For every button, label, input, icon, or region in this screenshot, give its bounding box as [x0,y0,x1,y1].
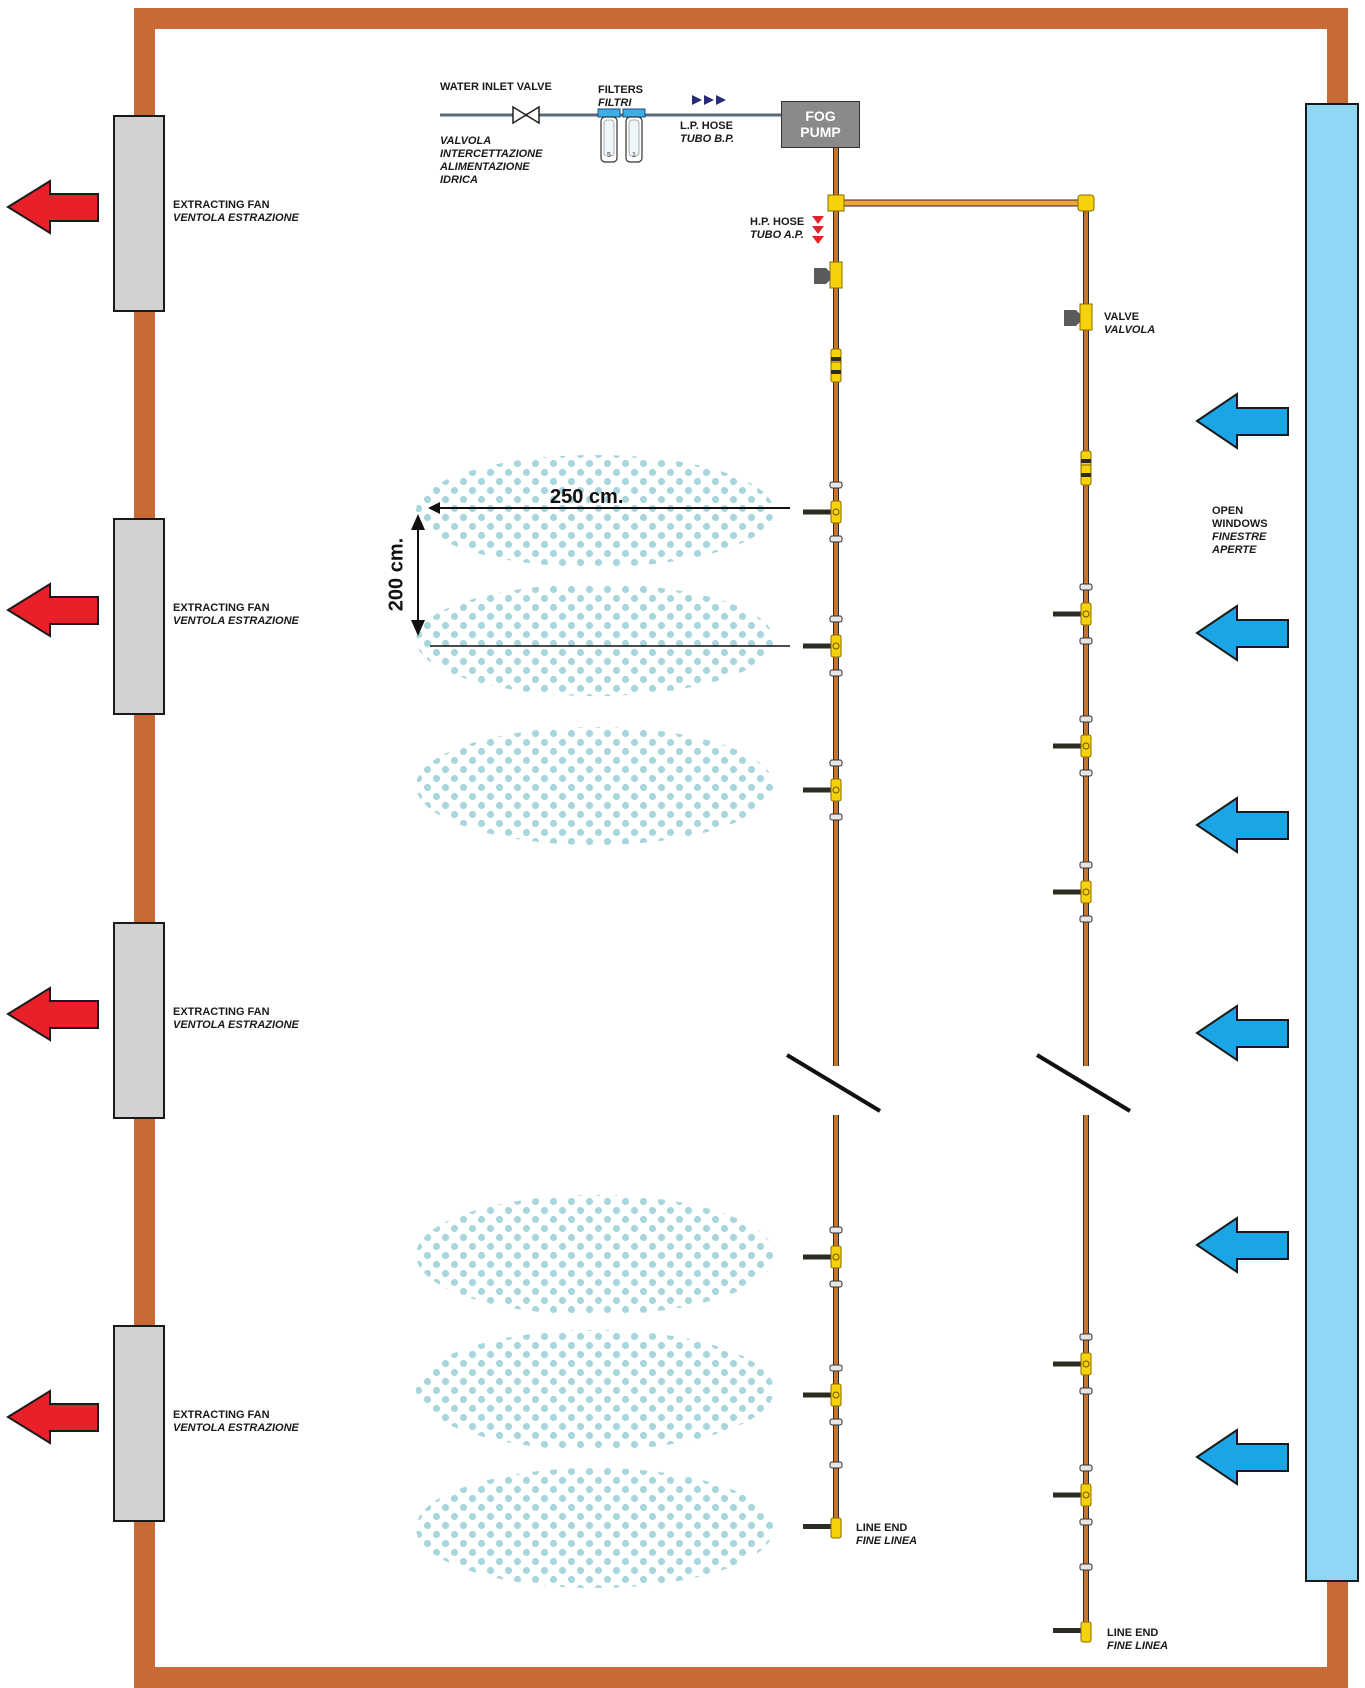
red-arrow-left-icon [6,179,99,235]
gate-valve-icon [512,105,540,125]
extracting-fan-1 [113,115,165,312]
extracting-fan-4 [113,1325,165,1522]
gate-valve-icon [814,261,843,289]
fog-cloud [416,727,774,845]
extracting-fan-label: EXTRACTING FAN VENTOLA ESTRAZIONE [173,1006,299,1031]
lp-hose-label: L.P. HOSE TUBO B.P. [680,120,735,145]
fog-pump-label-2: PUMP [800,124,841,140]
water-filter-icon [622,108,646,163]
gate-valve-icon [1064,303,1093,331]
coupler-icon [830,361,842,383]
wall-bottom [134,1667,1348,1688]
extracting-fan-label: EXTRACTING FAN VENTOLA ESTRAZIONE [173,602,299,627]
wall-left [134,8,155,1688]
line-end-label: LINE END FINE LINEA [856,1522,918,1547]
extracting-fan-3 [113,922,165,1119]
valve-label: VALVE VALVOLA [1104,311,1156,336]
open-windows-label: OPEN WINDOWS FINESTRE APERTE [1212,505,1268,556]
fog-cloud [416,584,774,696]
blue-arrow-left-icon [1195,392,1289,450]
fog-pump-icon: FOG PUMP [781,101,860,148]
lp-flow-arrows-icon [692,95,726,105]
filter-label-1: 5 [607,152,611,159]
fog-cloud [416,1330,774,1450]
extracting-fan-label: EXTRACTING FAN VENTOLA ESTRAZIONE [173,1409,299,1434]
blue-arrow-left-icon [1195,1004,1289,1062]
fog-nozzle-end-icon [1053,1563,1093,1643]
water-filter-icon [597,108,621,163]
break-mark [785,1053,882,1113]
dimension-vertical-label: 200 cm. [385,537,408,612]
fog-cloud [416,1195,774,1315]
fog-pump-label-1: FOG [805,108,836,124]
dimension-vertical-arrowhead [411,620,425,636]
water-inlet-valve-it-label: VALVOLA INTERCETTAZIONE ALIMENTAZIONE ID… [440,135,543,186]
fog-cloud [416,1468,774,1588]
extracting-fan-2 [113,518,165,715]
fog-cloud [416,455,774,567]
filters-label: FILTERS FILTRI [598,84,644,109]
red-arrow-left-icon [6,582,99,638]
red-arrow-left-icon [6,1389,99,1445]
wall-top [134,8,1348,29]
hp-flow-arrows-icon [812,216,824,244]
break-mark [1035,1053,1132,1113]
blue-arrow-left-icon [1195,1216,1289,1274]
red-arrow-left-icon [6,986,99,1042]
open-window [1305,103,1359,1582]
blue-arrow-left-icon [1195,604,1289,662]
hp-hose-label: H.P. HOSE TUBO A.P. [750,216,805,241]
filter-label-2: 1 [632,152,636,159]
dimension-horizontal-label: 250 cm. [550,486,624,508]
dimension-vertical-arrowhead [411,514,425,530]
coupler-icon [1080,464,1092,486]
fog-nozzle-end-icon [803,1461,843,1539]
blue-arrow-left-icon [1195,796,1289,854]
water-inlet-valve-label: WATER INLET VALVE [440,81,552,93]
blue-arrow-left-icon [1195,1428,1289,1486]
extracting-fan-label: EXTRACTING FAN VENTOLA ESTRAZIONE [173,199,299,224]
hp-branch [827,194,1095,1640]
line-end-label: LINE END FINE LINEA [1107,1627,1169,1652]
